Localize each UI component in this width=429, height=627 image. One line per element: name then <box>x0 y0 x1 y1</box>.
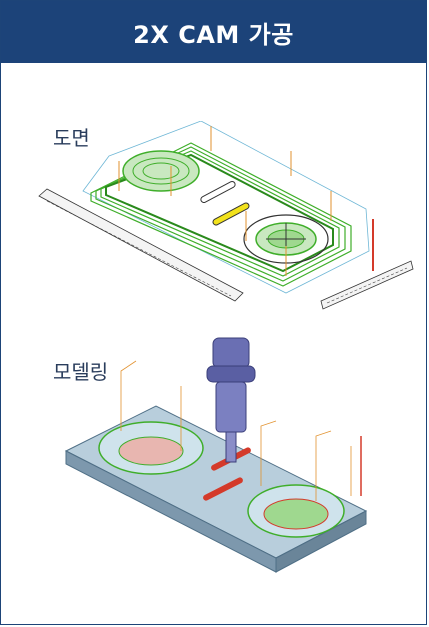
model-view <box>64 337 368 573</box>
drawing-label: 도면 <box>53 126 90 150</box>
left-pocket <box>122 150 200 192</box>
header-bar: 2X CAM 가공 <box>1 1 426 63</box>
drill-points <box>118 126 332 276</box>
outer-toolpath <box>90 142 352 287</box>
tool-icon <box>206 337 256 463</box>
modeling-label: 모델링 <box>53 360 109 384</box>
page-title: 2X CAM 가공 <box>133 20 294 49</box>
left-pocket-floor <box>118 436 184 466</box>
right-pocket <box>243 214 329 264</box>
right-pocket-floor <box>263 498 329 530</box>
plate-outline <box>82 121 370 294</box>
rapid-moves <box>120 360 352 501</box>
slots <box>200 180 250 226</box>
dimension-strip-right <box>320 260 414 310</box>
slot-red-lower <box>203 477 243 501</box>
drawing-view <box>38 121 414 310</box>
dimension-strip-left <box>38 188 244 302</box>
